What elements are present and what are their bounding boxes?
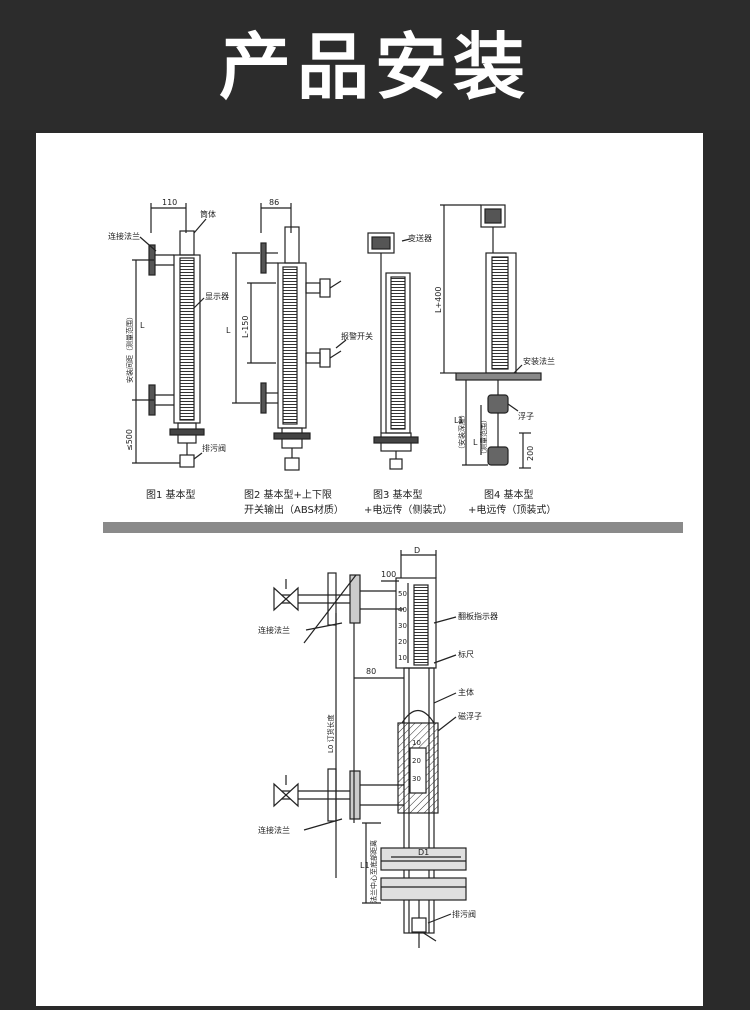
fig1-dim-drain: ≤500 <box>125 429 134 451</box>
scale-bottom-20: 20 <box>412 757 421 765</box>
fig1-label-flange: 连接法兰 <box>108 231 140 241</box>
fig3-label-transmitter: 变送器 <box>408 233 432 243</box>
scale-top-50: 50 <box>398 590 407 598</box>
fig2-label-switch: 报警开关 <box>341 331 373 341</box>
fig2-dim-L150: L-150 <box>241 316 250 338</box>
scale-bottom-10: 10 <box>412 739 421 747</box>
bottom-vlabel-L1: 法兰中心至底部距离 <box>369 840 378 903</box>
label-magnetic-float: 磁浮子 <box>458 711 482 721</box>
scale-top-30: 30 <box>398 622 407 630</box>
fig1-label-body: 筒体 <box>200 209 216 219</box>
fig2-caption-line2: 开关输出（ABS材质） <box>244 503 344 516</box>
page-title: 产品安装 <box>218 25 531 109</box>
label-flap-indicator: 翻板指示器 <box>458 611 498 621</box>
fig1-label-drain: 排污阀 <box>202 443 226 453</box>
label-flange-top: 连接法兰 <box>258 625 290 635</box>
fig2-dim-width: 86 <box>269 198 279 207</box>
installation-diagram: 110 连接法兰 筒体 显示器 排污阀 L 安装间距（测量范围） ≤500 图1… <box>108 198 556 948</box>
fig3-caption-line1: 图3 基本型 <box>373 488 423 501</box>
bottom-dim-100: 100 <box>381 570 396 579</box>
fig4-caption-line1: 图4 基本型 <box>484 488 534 501</box>
label-main-body: 主体 <box>458 687 474 697</box>
scale-top-40: 40 <box>398 606 407 614</box>
bottom-dim-80: 80 <box>366 667 376 676</box>
bottom-dim-D1: D1 <box>418 848 429 857</box>
fig2-dim-L: L <box>226 326 231 335</box>
section-divider <box>103 522 683 533</box>
fig4-v-label1: （安装深度） <box>457 411 466 453</box>
fig1-basic <box>132 203 207 468</box>
fig1-caption: 图1 基本型 <box>146 488 196 501</box>
fig3-caption-line2: +电远传（侧装式） <box>364 503 452 516</box>
fig4-top-transmitter <box>440 204 542 469</box>
diagram-panel: 110 连接法兰 筒体 显示器 排污阀 L 安装间距（测量范围） ≤500 图1… <box>36 133 703 1006</box>
bottom-detail-diagram <box>273 550 467 948</box>
fig4-dim-200: 200 <box>526 446 535 461</box>
fig2-switch <box>232 203 347 471</box>
fig1-label-indicator: 显示器 <box>205 292 229 301</box>
scale-bottom-30: 30 <box>412 775 421 783</box>
bottom-dim-L1: L1 <box>360 861 370 870</box>
bottom-vlabel-L0: L0 订货长度 <box>326 714 335 753</box>
label-flange-bottom: 连接法兰 <box>258 825 290 835</box>
fig1-dim-L: L <box>140 321 145 330</box>
label-ruler: 标尺 <box>458 649 474 659</box>
label-drain-valve: 排污阀 <box>452 909 476 919</box>
fig4-dim-L1: L1 <box>454 416 464 425</box>
fig4-label-flange: 安装法兰 <box>523 356 555 366</box>
scale-top-10: 10 <box>398 654 407 662</box>
fig4-v-label2: （测量范围） <box>479 416 488 458</box>
fig1-dim-width: 110 <box>162 198 177 207</box>
fig4-dim-L400: L+400 <box>434 287 443 313</box>
scale-top-20: 20 <box>398 638 407 646</box>
fig4-label-float: 浮子 <box>518 411 534 421</box>
header-bar: 产品安装 <box>0 0 750 130</box>
bottom-dim-D: D <box>414 546 420 555</box>
fig4-caption-line2: +电远传（顶装式） <box>468 503 556 516</box>
fig3-side-transmitter <box>367 232 419 470</box>
fig4-dim-L: L <box>473 438 478 447</box>
fig2-caption-line1: 图2 基本型+上下限 <box>244 488 332 501</box>
fig1-vertical-label: 安装间距（测量范围） <box>125 313 134 383</box>
